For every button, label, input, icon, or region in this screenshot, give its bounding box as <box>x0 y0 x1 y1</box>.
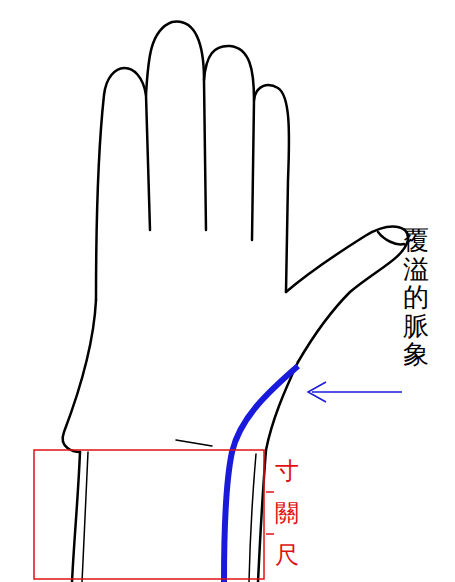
finger-outline <box>146 22 206 230</box>
palm-outline <box>266 362 298 450</box>
pulse-position: 尺 <box>275 542 299 568</box>
forearm-outline <box>72 452 80 582</box>
pulse-region-box <box>34 450 264 579</box>
pulse-position: 關 <box>275 500 299 526</box>
forearm-outline <box>249 454 256 582</box>
wrist-crease <box>176 440 212 446</box>
finger-outline <box>254 85 289 292</box>
pulse-position: 寸 <box>275 458 299 484</box>
leader-arrow <box>312 391 402 393</box>
arrow-head <box>308 382 326 402</box>
callout-text: 覆溢的脈象 <box>403 226 429 369</box>
forearm-outline <box>82 452 88 582</box>
finger-outline <box>96 68 150 300</box>
palm-outline <box>63 300 96 452</box>
bracket-tick <box>266 533 274 535</box>
bracket-tick <box>266 491 274 493</box>
thumbnail <box>378 232 404 244</box>
finger-outline <box>204 46 254 240</box>
thumb-outline <box>286 227 408 362</box>
forearm-outline <box>258 450 266 582</box>
pulse-line <box>224 366 298 582</box>
